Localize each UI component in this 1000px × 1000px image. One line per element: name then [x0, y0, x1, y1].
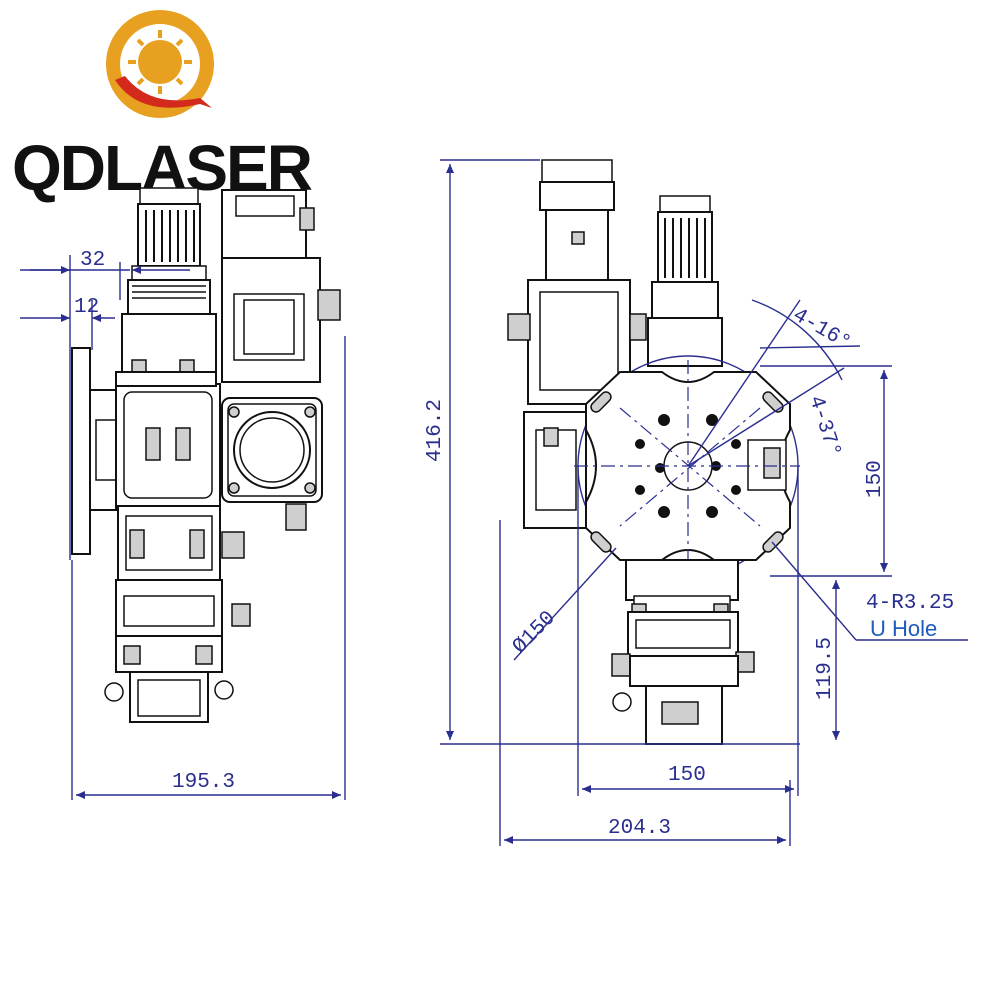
radius-label: 4-R3.25	[866, 592, 954, 615]
dimension-12: 12	[20, 296, 115, 350]
dimension-150-horizontal: 150	[577, 466, 799, 796]
dimension-150-vertical: 150	[760, 365, 892, 577]
u-hole-label: U Hole	[870, 616, 937, 641]
dimension-119-5: 119.5	[814, 580, 840, 740]
left-view: 32 12 195.3	[20, 187, 346, 800]
dim-150-vertical-label: 150	[864, 460, 887, 498]
dim-32-label: 32	[80, 249, 105, 272]
dimension-32: 32	[20, 249, 190, 560]
flange-plate	[71, 347, 91, 555]
dim-119-5-label: 119.5	[814, 637, 837, 700]
sun-icon	[106, 10, 214, 118]
dimension-204-3: 204.3	[499, 520, 791, 846]
dim-416-2-label: 416.2	[424, 399, 447, 462]
dimension-diameter: Ø150	[509, 547, 617, 661]
diameter-label: Ø150	[509, 607, 561, 659]
bolt-holes	[635, 414, 741, 518]
angle-37-label: 4-37°	[803, 393, 844, 460]
dim-12-label: 12	[74, 296, 99, 319]
u-holes	[590, 391, 784, 553]
dim-195-3-label: 195.3	[172, 771, 235, 794]
dimension-195-3: 195.3	[71, 336, 346, 800]
u-hole-callout: 4-R3.25 U Hole	[771, 541, 968, 641]
dim-150-horizontal-label: 150	[668, 764, 706, 787]
right-view: 416.2 4-16° 4-37° 150 4-R3.25 U Hole	[424, 159, 968, 846]
brand-logo: QDLASER	[12, 10, 314, 204]
dim-204-3-label: 204.3	[608, 817, 671, 840]
